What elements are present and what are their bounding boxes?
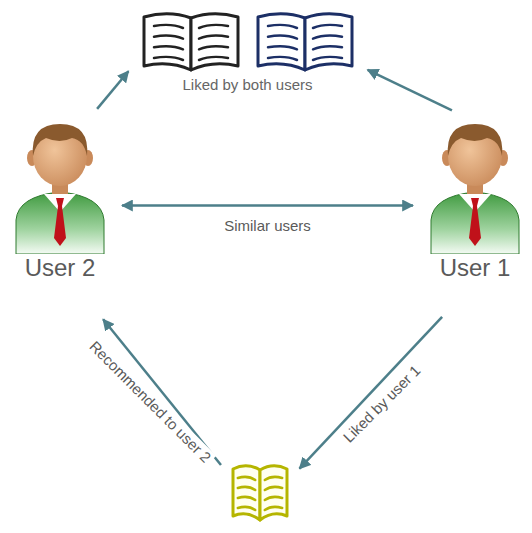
edge-label: Similar users — [221, 217, 314, 235]
user-figure: User 2 — [6, 112, 114, 282]
flow-arrow — [122, 204, 413, 207]
edge-label: Recommended to user 2 — [83, 336, 216, 469]
book-icon: Liked by both users — [131, 10, 364, 93]
user-illustration — [10, 112, 110, 254]
user-label: User 2 — [6, 254, 114, 282]
caption-text: Liked by both users — [131, 76, 364, 93]
book-icon — [226, 462, 294, 524]
book-illustration — [135, 10, 360, 76]
flow-arrow — [299, 317, 442, 469]
flow-arrow — [97, 71, 128, 109]
user-illustration — [425, 112, 525, 254]
edge-label: Liked by user 1 — [338, 359, 427, 448]
book-illustration — [226, 462, 294, 524]
user-figure: User 1 — [421, 112, 529, 282]
user-label: User 1 — [421, 254, 529, 282]
flow-arrow — [368, 70, 452, 110]
